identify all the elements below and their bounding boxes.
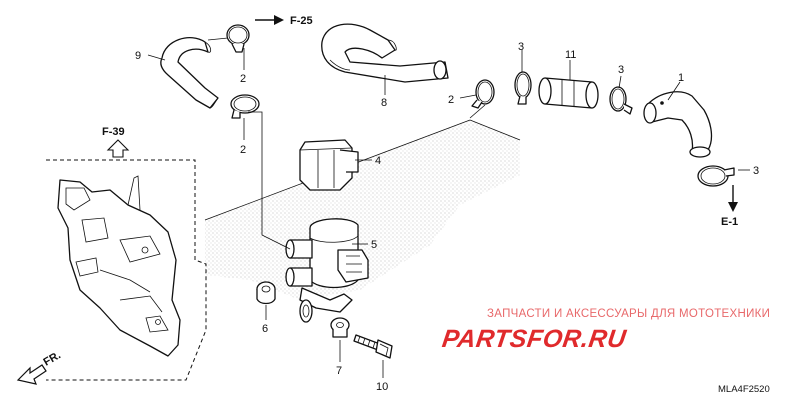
ref-f25: F-25 <box>290 15 313 27</box>
collar-9[interactable] <box>330 317 350 338</box>
callout-8: 6 <box>262 323 268 335</box>
watermark-tagline: ЗАПЧАСТИ И АКСЕССУАРЫ ДЛЯ МОТОТЕХНИКИ <box>487 308 770 320</box>
clamp-3-middle[interactable] <box>609 86 633 115</box>
watermark-brand: PARTSFOR.RU <box>440 325 628 353</box>
arrow-f39 <box>106 139 130 158</box>
arrow-f25 <box>255 15 284 25</box>
stippled-area <box>205 120 520 300</box>
leader-lines <box>147 37 750 378</box>
callout-7: 5 <box>371 239 377 251</box>
bolt-10[interactable] <box>353 334 393 359</box>
callout-3: 3 <box>753 165 759 177</box>
callout-2: 2 <box>240 73 246 85</box>
ref-e1: E-1 <box>721 216 738 228</box>
clamp-2-middle[interactable] <box>230 94 260 119</box>
clamp-3-bottom[interactable] <box>697 165 735 187</box>
arrow-e1 <box>728 185 738 212</box>
clamp-3-left[interactable] <box>514 71 532 105</box>
valve-7[interactable] <box>285 218 369 323</box>
callout-11: 11 <box>565 49 576 61</box>
cover-6[interactable] <box>299 139 359 191</box>
clamp-2-right[interactable] <box>471 79 495 109</box>
callout-4: 8 <box>381 97 387 109</box>
callout-5: 9 <box>135 50 141 62</box>
bracket-f39[interactable] <box>46 159 207 381</box>
ref-f39: F-39 <box>102 126 125 138</box>
callout-2: 2 <box>448 94 454 106</box>
callout-2: 2 <box>240 144 246 156</box>
hose-1[interactable] <box>643 91 713 158</box>
grommet-8[interactable] <box>256 281 276 305</box>
hose-4[interactable] <box>321 23 449 83</box>
callout-3: 3 <box>618 64 624 76</box>
pipe-11[interactable] <box>538 77 599 109</box>
callout-3: 3 <box>518 41 524 53</box>
callout-6: 4 <box>375 155 381 167</box>
ref-front: FR. <box>42 349 63 368</box>
callout-10: 10 <box>376 381 388 393</box>
callout-1: 1 <box>678 72 684 84</box>
clamp-2-top[interactable] <box>226 24 250 53</box>
callout-9: 7 <box>336 365 342 377</box>
hose-5[interactable] <box>160 37 219 109</box>
diagram-code: MLA4F2520 <box>718 384 770 395</box>
arrow-front <box>16 364 47 385</box>
